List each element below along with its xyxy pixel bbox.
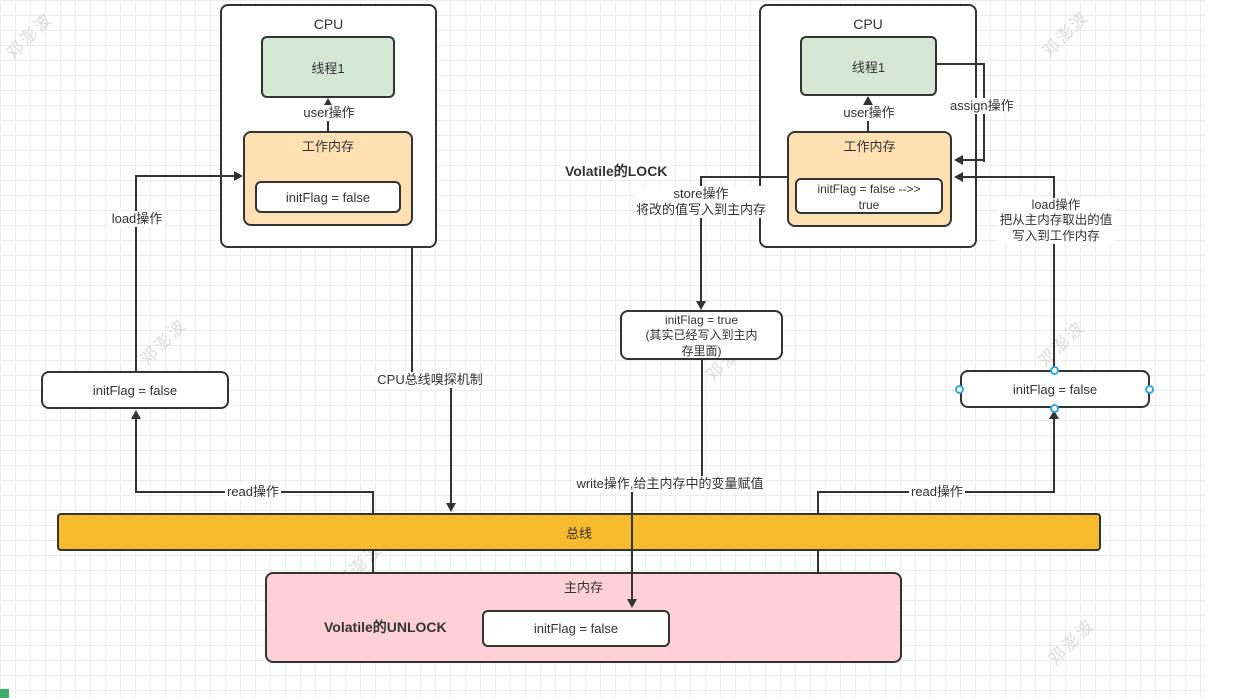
thread-left-label: 线程1 [311, 60, 345, 76]
load-left-label[interactable]: load操作 [109, 211, 165, 227]
selection-handle-right[interactable] [1145, 385, 1154, 394]
store-arrowhead[interactable] [696, 301, 706, 310]
user-op-left-label[interactable]: user操作 [301, 105, 357, 121]
bus-bar[interactable]: 总线 [57, 513, 1101, 551]
user-op-right-arrowhead[interactable] [863, 96, 873, 105]
load-right-connector-line[interactable] [1053, 178, 1055, 371]
read-right-arrowhead[interactable] [1049, 410, 1059, 419]
read-left-connector-line[interactable] [135, 417, 137, 493]
cpu-right-title: CPU [853, 16, 883, 32]
main-memory-label: 主内存 [563, 580, 603, 595]
load-left-connector-line[interactable] [135, 175, 235, 177]
write-connector-line[interactable] [631, 478, 633, 600]
thread-box-right[interactable]: 线程1 [800, 36, 937, 96]
memory-flag-box[interactable]: initFlag = false [482, 610, 670, 647]
store-connector-line[interactable] [701, 176, 787, 178]
right-flag-value: initFlag = false [1012, 381, 1098, 397]
write-connector-line[interactable] [701, 360, 703, 479]
load-right-connector-line[interactable] [957, 176, 1055, 178]
mid-flag-line2: (其实已经写入到主内 [645, 328, 758, 343]
volatile-lock-label[interactable]: Volatile的LOCK [563, 163, 670, 181]
assign-connector-line[interactable] [937, 63, 985, 65]
watermark: 邓澎波 [3, 9, 57, 63]
watermark: 邓澎波 [1039, 7, 1093, 61]
read-right-label[interactable]: read操作 [908, 484, 966, 500]
mid-flag-box[interactable]: initFlag = true (其实已经写入到主内 存里面) [620, 310, 783, 360]
bus-sniff-connector-line[interactable] [411, 247, 413, 378]
memory-flag-value: initFlag = false [533, 621, 619, 636]
bus-sniff-label[interactable]: CPU总线嗅探机制 [375, 372, 485, 388]
bus-sniff-connector-line[interactable] [450, 380, 452, 504]
corner-marker [0, 689, 9, 698]
mid-flag-line1: initFlag = true [664, 313, 739, 327]
mid-flag-line3: 存里面) [681, 343, 722, 358]
watermark: 邓澎波 [1045, 615, 1099, 669]
volatile-unlock-label: Volatile的UNLOCK [324, 619, 447, 635]
store-op-label[interactable]: store操作 将改的值写入到主内存 [633, 186, 769, 218]
work-flag-box-right[interactable]: initFlag = false -->> true [795, 178, 943, 214]
right-flag-box[interactable]: initFlag = false [960, 370, 1150, 408]
left-flag-box[interactable]: initFlag = false [41, 371, 229, 409]
load-right-arrowhead[interactable] [954, 172, 963, 182]
thread-box-left[interactable]: 线程1 [261, 36, 395, 98]
read-left-label[interactable]: read操作 [224, 484, 282, 500]
load-left-arrowhead[interactable] [234, 171, 243, 181]
assign-connector-line[interactable] [957, 159, 985, 161]
store-op-line1: store操作 [673, 186, 729, 201]
read-right-connector-line[interactable] [1053, 417, 1055, 493]
load-right-label-line1: load操作 [1031, 198, 1081, 212]
work-flag-right-line1: initFlag = false -->> [817, 182, 921, 196]
user-op-right-label[interactable]: user操作 [841, 105, 897, 121]
store-op-line2: 将改的值写入到主内存 [635, 201, 767, 217]
read-left-arrowhead[interactable] [131, 410, 141, 419]
write-arrowhead[interactable] [627, 599, 637, 608]
bus-label: 总线 [565, 525, 592, 541]
store-connector-line[interactable] [700, 176, 702, 303]
work-memory-left-label: 工作内存 [301, 139, 354, 154]
load-right-label-line2: 把从主内存取出的值 [999, 213, 1113, 228]
bus-sniff-arrowhead[interactable] [446, 503, 456, 512]
user-op-left-arrowhead[interactable] [323, 98, 333, 107]
work-flag-right-line2: true [858, 198, 880, 213]
work-memory-right-label: 工作内存 [843, 139, 896, 154]
assign-op-label[interactable]: assign操作 [948, 98, 1016, 114]
thread-right-label: 线程1 [851, 59, 886, 75]
watermark: 邓澎波 [137, 315, 191, 369]
watermark: 邓澎波 [1035, 317, 1089, 371]
load-right-label[interactable]: load操作 把从主内存取出的值 写入到工作内存 [997, 198, 1115, 244]
left-flag-value: initFlag = false [92, 382, 178, 398]
work-flag-left-value: initFlag = false [285, 189, 371, 205]
selection-handle-top[interactable] [1050, 366, 1059, 375]
selection-handle-left[interactable] [955, 385, 964, 394]
assign-arrowhead[interactable] [954, 155, 963, 165]
selection-handle-bottom[interactable] [1050, 404, 1059, 413]
cpu-left-title: CPU [313, 16, 344, 32]
load-left-connector-line[interactable] [135, 176, 137, 371]
work-flag-box-left[interactable]: initFlag = false [255, 181, 401, 213]
load-right-label-line3: 写入到工作内存 [1012, 228, 1100, 243]
write-op-label[interactable]: write操作,给主内存中的变量赋值 [574, 476, 766, 492]
canvas-right-margin [1205, 0, 1233, 698]
